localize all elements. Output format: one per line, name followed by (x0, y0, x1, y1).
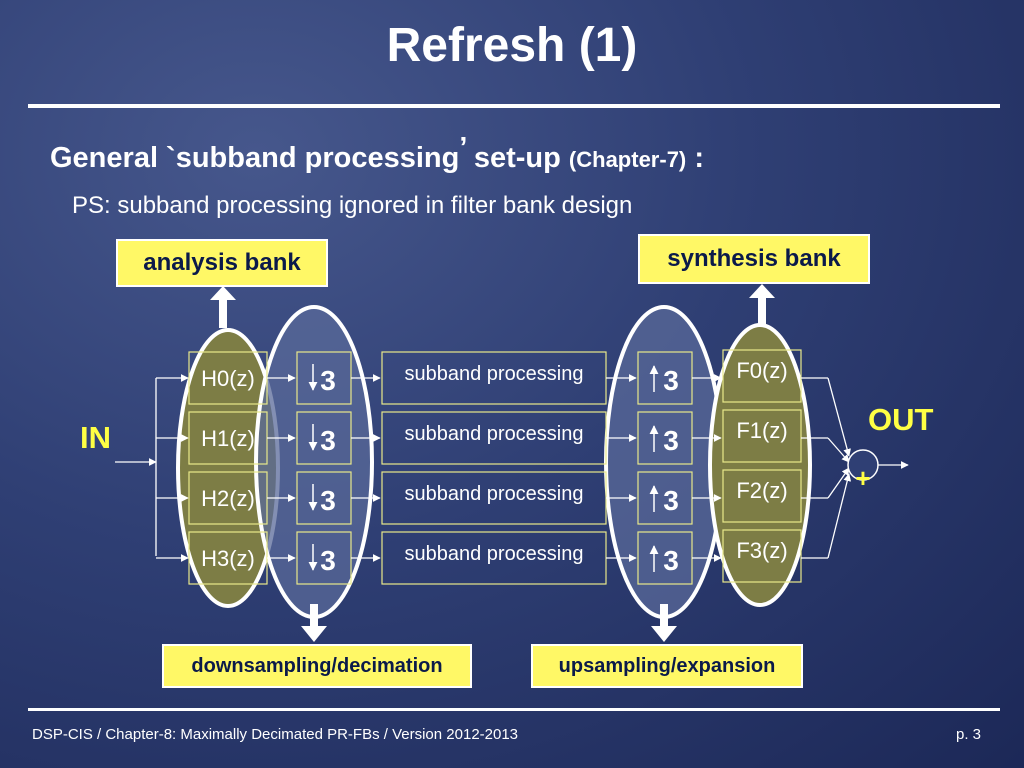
analysis-filter-label: H0(z) (201, 366, 255, 391)
arrow-to-synthesis (749, 284, 775, 324)
filter-rows: H0(z) 3 subband processing 3 F0(z) H1(z) 3 subb… (156, 349, 852, 585)
synthesis-filter-box (722, 409, 802, 463)
heading-quote: ’ (459, 132, 466, 164)
subband-processing-label: subband processing (404, 543, 583, 565)
heading-chapter: (Chapter-7) (568, 147, 687, 172)
adder-symbol: + (855, 463, 870, 493)
output-label: OUT (868, 402, 934, 437)
synthesis-filter-label: F3(z) (736, 538, 787, 563)
downsampling-label: downsampling/decimation (162, 644, 472, 688)
adder-input-line (827, 437, 850, 463)
analysis-filter-label: H1(z) (201, 426, 255, 451)
analysis-filter-label: H3(z) (201, 546, 255, 571)
downsample-factor: 3 (320, 545, 336, 576)
downsampler-ellipse (254, 305, 374, 619)
synthesis-ellipse (708, 323, 812, 607)
input-lines (115, 378, 157, 556)
adder-input-line (827, 377, 851, 457)
synthesis-bank-label: synthesis bank (638, 234, 870, 284)
analysis-bank-label: analysis bank (116, 239, 328, 287)
adder-input-line (827, 467, 850, 499)
synthesis-filter-box (722, 529, 802, 583)
synthesis-filter-label: F0(z) (736, 358, 787, 383)
slide-title: Refresh (1) (386, 19, 638, 72)
synthesis-filter-label: F1(z) (736, 418, 787, 443)
title-divider (28, 104, 1000, 108)
section-heading: General `subband processing’ set-up (Cha… (50, 132, 704, 175)
adder-input-line (827, 473, 852, 559)
subband-processing-label: subband processing (404, 483, 583, 505)
arrow-to-analysis (210, 286, 236, 328)
arrow-to-upsampling (651, 604, 677, 642)
heading-rest: set-up (465, 142, 569, 174)
subband-processing-label: subband processing (404, 423, 583, 445)
upsample-factor: 3 (663, 485, 679, 516)
upsampling-label: upsampling/expansion (531, 644, 803, 688)
synthesis-filter-box (722, 469, 802, 523)
footer-text: DSP-CIS / Chapter-8: Maximally Decimated… (32, 726, 519, 743)
page-number: p. 3 (956, 726, 982, 743)
subband-processing-label: subband processing (404, 363, 583, 385)
analysis-filter-label: H2(z) (201, 486, 255, 511)
upsample-factor: 3 (663, 365, 679, 396)
footer-divider (28, 708, 1000, 711)
heading-main: General `subband processing (50, 142, 460, 174)
arrow-to-downsampling (301, 604, 327, 642)
downsample-factor: 3 (320, 425, 336, 456)
upsample-factor: 3 (663, 545, 679, 576)
downsample-factor: 3 (320, 365, 336, 396)
synthesis-filter-label: F2(z) (736, 478, 787, 503)
downsample-factor: 3 (320, 485, 336, 516)
heading-colon: : (686, 142, 704, 174)
subheading: PS: subband processing ignored in filter… (72, 192, 633, 219)
input-label: IN (80, 420, 111, 455)
upsample-factor: 3 (663, 425, 679, 456)
synthesis-filter-box (722, 349, 802, 403)
